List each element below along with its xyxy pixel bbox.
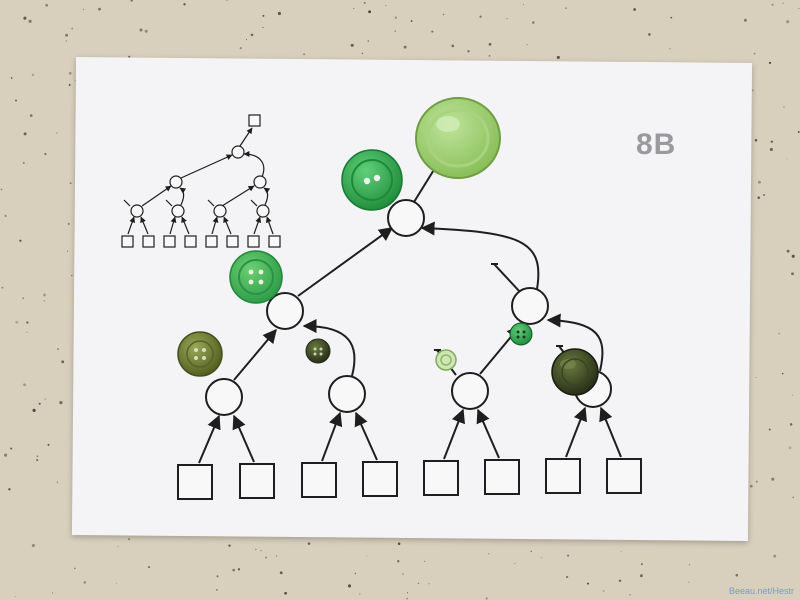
edge-arrow-curved xyxy=(302,319,356,377)
leaf-square xyxy=(423,460,459,496)
edge-arrow xyxy=(565,406,587,458)
small-leaf-square xyxy=(184,235,197,248)
leaf-square xyxy=(239,463,275,499)
small-edge xyxy=(239,127,253,147)
edge-arrow xyxy=(354,411,378,461)
button-large-light-green xyxy=(415,97,501,179)
edge-arrow xyxy=(198,414,221,464)
small-leaf-square xyxy=(226,235,239,248)
small-leaf-square xyxy=(268,235,281,248)
button-dark-marbled xyxy=(551,348,599,396)
edge-arrow xyxy=(233,328,277,381)
small-edge xyxy=(141,185,172,207)
edge-arrow xyxy=(599,406,622,458)
leaf-square xyxy=(606,458,642,494)
button-bright-green xyxy=(341,149,403,211)
sheet-label: 8B xyxy=(636,128,677,161)
small-edge xyxy=(179,187,187,206)
tree-node xyxy=(328,375,366,413)
tree-node xyxy=(451,372,489,410)
button-small-forest-green xyxy=(509,322,533,346)
edge-arrow xyxy=(232,414,255,463)
small-node xyxy=(253,175,267,189)
small-input-marker xyxy=(207,199,215,207)
small-leaf-row xyxy=(121,216,281,248)
small-leaf-square xyxy=(121,235,134,248)
leaf-square xyxy=(484,459,520,495)
small-input-marker xyxy=(165,199,173,207)
small-leaf-square xyxy=(142,235,155,248)
root-node xyxy=(387,199,425,237)
small-leaf-square xyxy=(247,235,260,248)
small-edge xyxy=(221,185,255,207)
edge-arrow-curved xyxy=(546,313,604,372)
edge-arrow xyxy=(297,227,394,297)
small-edge xyxy=(180,154,233,179)
small-input-marker xyxy=(250,199,258,207)
small-tree-diagram xyxy=(121,114,281,248)
tree-node xyxy=(266,292,304,330)
small-node xyxy=(171,204,185,218)
edge-arrow-curved xyxy=(420,221,540,290)
edge-arrow xyxy=(321,411,343,462)
small-leaf-square xyxy=(205,235,218,248)
edge-arrow xyxy=(476,408,500,459)
edge-arrow xyxy=(443,408,465,460)
small-node xyxy=(213,204,227,218)
small-output-square xyxy=(248,114,261,127)
small-root-node xyxy=(231,145,245,159)
small-edge xyxy=(243,151,265,178)
small-node xyxy=(169,175,183,189)
button-mid-green xyxy=(229,250,283,304)
small-node xyxy=(256,204,270,218)
small-edge xyxy=(263,187,271,206)
watermark: Beeau.net/Hestr xyxy=(728,586,794,596)
tree-node xyxy=(205,378,243,416)
leaf-square xyxy=(177,464,213,500)
button-small-dark-green xyxy=(305,338,331,364)
small-node xyxy=(130,204,144,218)
large-tree-diagram xyxy=(177,159,642,500)
button-tiny-olive xyxy=(598,389,606,397)
leaf-square xyxy=(301,462,337,498)
tree-node xyxy=(511,287,549,325)
leaf-square xyxy=(545,458,581,494)
leaf-square xyxy=(362,461,398,497)
input-marker xyxy=(491,263,521,293)
small-leaf-square xyxy=(163,235,176,248)
small-input-marker xyxy=(123,199,131,207)
button-olive xyxy=(177,331,223,377)
button-small-pale xyxy=(435,349,457,371)
